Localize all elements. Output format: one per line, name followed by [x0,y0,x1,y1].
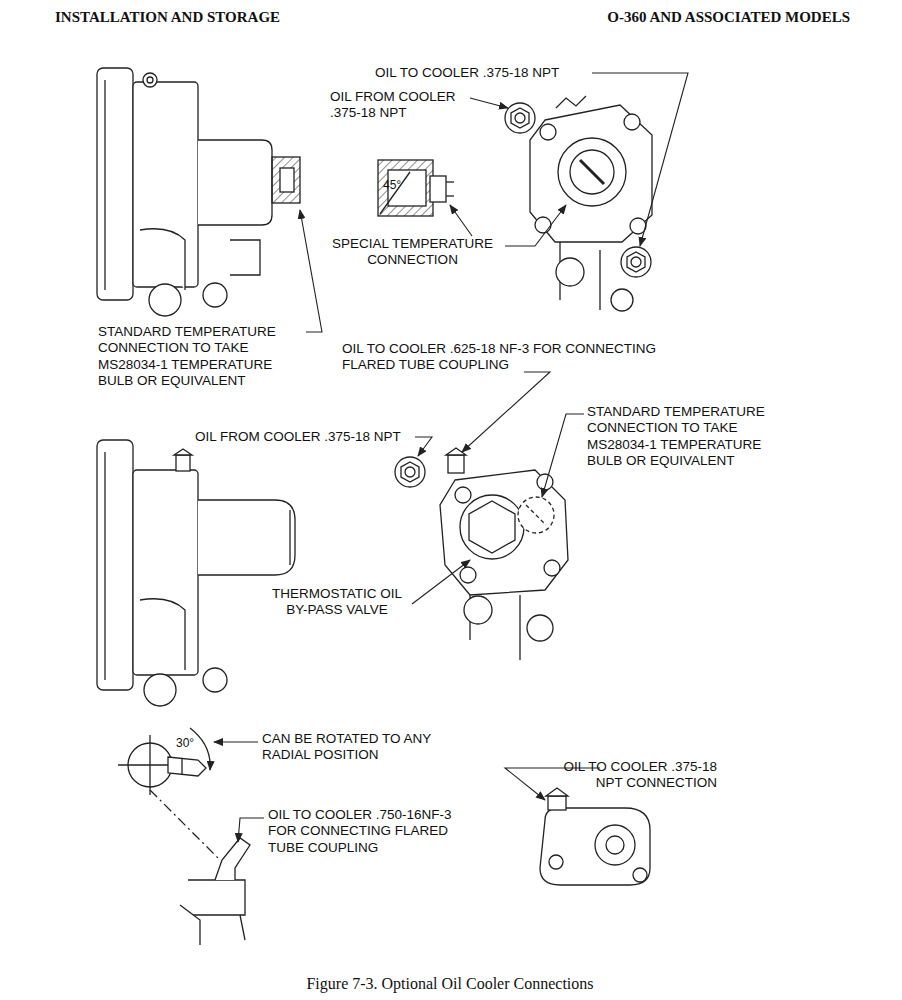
callout-label: STANDARD TEMPERATURE CONNECTION TO TAKE … [98,324,308,390]
callout-label: THERMOSTATIC OIL BY-PASS VALVE [262,586,412,619]
callout-label: STANDARD TEMPERATURE CONNECTION TO TAKE … [587,404,797,470]
callout-label: OIL FROM COOLER .375-18 NPT [330,89,470,122]
callout-label: SPECIAL TEMPERATURE CONNECTION [320,236,505,269]
callout-label: 45° [383,178,423,193]
page-header: O-360 AND ASSOCIATED MODELS [540,8,850,26]
callout-label: OIL TO COOLER .375-18 NPT [375,65,590,81]
callout-label: CAN BE ROTATED TO ANY RADIAL POSITION [262,731,462,764]
callout-label: OIL TO COOLER .625-18 NF-3 FOR CONNECTIN… [342,341,707,374]
callout-label: OIL TO COOLER .750-16NF-3 FOR CONNECTING… [268,807,473,856]
callout-label: OIL TO COOLER .375-18 NPT CONNECTION [537,759,717,792]
callout-label: OIL FROM COOLER .375-18 NPT [195,429,415,445]
callout-label: 30° [176,736,216,751]
page-header: INSTALLATION AND STORAGE [55,8,385,26]
figure-caption: Figure 7-3. Optional Oil Cooler Connecti… [150,974,750,994]
